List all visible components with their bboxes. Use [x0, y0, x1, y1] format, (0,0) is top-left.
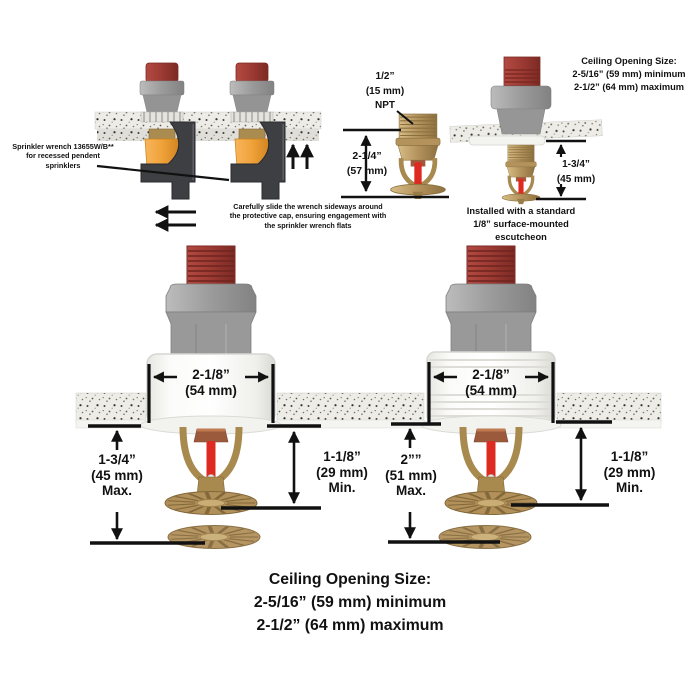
pendent-sprinkler — [500, 143, 542, 206]
leader-line — [96, 164, 230, 182]
escutcheon-installation-detail — [449, 56, 603, 206]
opening-dim-left-label: 2-1/8” (54 mm) — [185, 367, 237, 398]
max-dim-right-label: 2”” (51 mm) Max. — [385, 452, 437, 499]
leader-line — [396, 110, 414, 125]
ceiling-tile — [94, 111, 322, 130]
ceiling-opening-note-top: Ceiling Opening Size: 2-5/16” (59 mm) mi… — [572, 56, 686, 93]
pendent-sprinkler — [165, 427, 257, 515]
recessed-assembly-right — [388, 245, 612, 551]
pipe-nipple — [503, 56, 541, 89]
opening-dim-right-label: 2-1/8” (54 mm) — [465, 367, 517, 398]
dimension-1-3-4 — [536, 139, 586, 201]
escutcheon-note-label: Installed with a standard 1/8” surface-m… — [466, 206, 576, 243]
deflector-max-position — [437, 523, 533, 551]
coupling — [445, 283, 537, 313]
wrench-caption-label: Carefully slide the wrench sideways arou… — [229, 202, 387, 230]
escutcheon-plate — [468, 135, 546, 146]
wrench-note-label: Sprinkler wrench 13655W/B** for recessed… — [12, 142, 114, 170]
reducer-fitting — [490, 85, 552, 110]
dimension-2-1-4-label: 2-1/4” (57 mm) — [346, 150, 388, 178]
dimension-2-1-4 — [341, 128, 449, 199]
pendent-sprinkler — [445, 427, 537, 515]
pipe-nipple — [466, 245, 516, 291]
coupling — [165, 283, 257, 313]
dimension-max-right — [388, 422, 500, 544]
left-arrows-icon — [154, 205, 196, 232]
main-ceiling-tile — [75, 392, 662, 429]
recessed-assembly-left — [88, 245, 321, 551]
ceiling-opening-note-bottom: Ceiling Opening Size: 2-5/16” (59 mm) mi… — [253, 571, 447, 634]
deflector-max-position — [166, 523, 262, 551]
dimension-opening-left — [147, 364, 275, 423]
npt-thread-label: 1/2” (15 mm) NPT — [365, 71, 405, 111]
up-arrows-icon — [286, 143, 314, 169]
max-dim-left-label: 1-3/4” (45 mm) Max. — [91, 452, 143, 499]
dimension-min-left — [221, 424, 321, 510]
npt-thread-detail — [341, 110, 449, 199]
min-dim-right-label: 1-1/8” (29 mm) Min. — [603, 449, 656, 496]
dimension-1-3-4-label: 1-3/4” (45 mm) — [556, 159, 596, 185]
wrench-removal-illustration — [94, 62, 322, 232]
dimension-opening-right — [427, 362, 555, 423]
min-dim-left-label: 1-1/8” (29 mm) Min. — [316, 449, 368, 496]
dimension-min-right — [511, 420, 612, 507]
pendent-sprinkler — [391, 114, 446, 199]
dimension-max-left — [88, 424, 205, 545]
pipe-nipple — [186, 245, 236, 291]
